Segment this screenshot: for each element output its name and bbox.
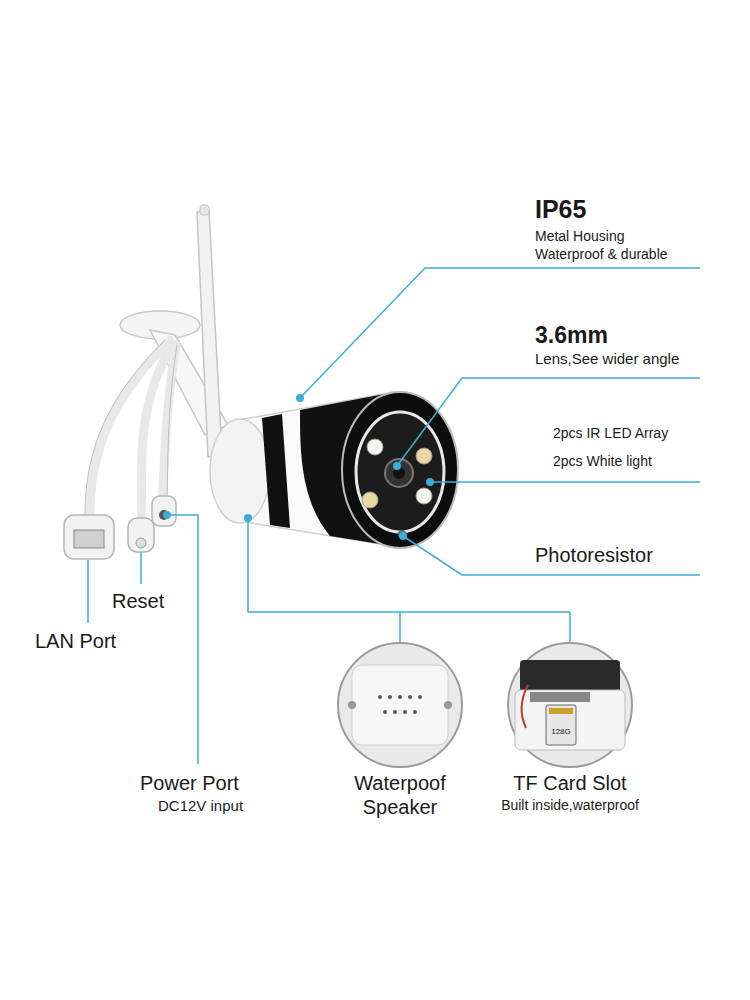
camera-face xyxy=(416,448,432,464)
tf-card-inset xyxy=(508,643,632,767)
speaker-inset xyxy=(413,710,417,714)
leader-line xyxy=(430,481,700,483)
camera-body xyxy=(210,419,270,523)
leader-dot xyxy=(296,394,304,402)
camera-face xyxy=(367,439,383,455)
rating-title: IP65 xyxy=(535,194,586,224)
cable xyxy=(90,340,176,520)
leader-dot xyxy=(163,394,434,540)
tf-card-inset xyxy=(515,690,625,750)
camera-face xyxy=(342,392,458,548)
speaker-inset xyxy=(338,643,462,767)
leader-line xyxy=(397,378,700,466)
power-connector xyxy=(152,496,176,526)
leader-line xyxy=(88,268,700,764)
leader-line xyxy=(167,515,198,764)
part-label: Photoresistor xyxy=(535,543,653,567)
part-label: Waterpoof Speaker xyxy=(340,771,460,819)
leader-line xyxy=(403,536,700,575)
leader-line xyxy=(140,552,142,584)
speaker-inset xyxy=(338,643,462,767)
leader-dot xyxy=(426,478,434,486)
speaker-inset xyxy=(444,701,452,709)
speaker-inset xyxy=(398,695,402,699)
camera-face xyxy=(362,492,378,508)
cable-outline xyxy=(167,345,177,505)
card-capacity: 128G xyxy=(551,727,571,737)
reset-connector xyxy=(128,518,154,552)
leader-line xyxy=(399,612,401,642)
reset-connector xyxy=(128,518,154,552)
tf-card-inset xyxy=(520,660,620,692)
part-label: Power Port xyxy=(140,771,239,795)
tf-card-inset xyxy=(522,685,528,728)
part-label: LAN Port xyxy=(35,629,116,653)
cable xyxy=(162,345,176,505)
feature-note: Metal Housing xyxy=(535,228,625,245)
tf-card-inset xyxy=(549,708,573,714)
reset-connector xyxy=(136,538,146,548)
camera-face xyxy=(385,459,413,487)
speaker-inset xyxy=(383,710,387,714)
feature-note: 2pcs White light xyxy=(553,453,652,470)
part-label: TF Card Slot xyxy=(513,771,626,795)
speaker-inset xyxy=(418,695,422,699)
camera-face xyxy=(342,392,458,548)
leader-line xyxy=(87,560,89,623)
speaker-inset xyxy=(403,710,407,714)
camera-body xyxy=(262,414,290,528)
cable-outline xyxy=(85,340,177,515)
speaker-inset xyxy=(378,695,422,714)
spec-note: DC12V input xyxy=(158,797,243,815)
feature-note: 2pcs IR LED Array xyxy=(553,425,668,442)
speaker-inset xyxy=(378,695,382,699)
tf-card-inset xyxy=(530,692,590,702)
antenna xyxy=(197,205,222,457)
antenna xyxy=(200,205,209,215)
speaker-inset xyxy=(388,695,392,699)
lan-connector xyxy=(74,530,104,548)
tf-card-inset xyxy=(546,705,576,745)
leader-dot xyxy=(163,511,171,519)
lan-connector xyxy=(64,515,114,559)
leader-line xyxy=(569,612,571,642)
leader-dot xyxy=(393,462,401,470)
camera-face xyxy=(356,412,444,532)
leader-dot xyxy=(244,514,252,522)
speaker-inset xyxy=(393,710,397,714)
part-label: Reset xyxy=(112,589,164,613)
speaker-inset xyxy=(348,701,356,709)
feature-note: Lens,See wider angle xyxy=(535,350,679,368)
lan-connector xyxy=(64,515,114,559)
speaker-inset xyxy=(352,665,448,745)
antenna xyxy=(197,210,222,457)
cable-outline xyxy=(85,340,165,515)
lens-size: 3.6mm xyxy=(535,322,608,350)
tf-card-inset xyxy=(508,643,632,767)
camera-face xyxy=(416,488,432,504)
spec-note: Built inside,waterproof xyxy=(501,797,639,814)
leader-dot xyxy=(399,532,407,540)
power-connector xyxy=(152,496,176,526)
leader-line xyxy=(248,518,570,612)
feature-note: Waterproof & durable xyxy=(535,246,668,263)
speaker-inset xyxy=(408,695,412,699)
